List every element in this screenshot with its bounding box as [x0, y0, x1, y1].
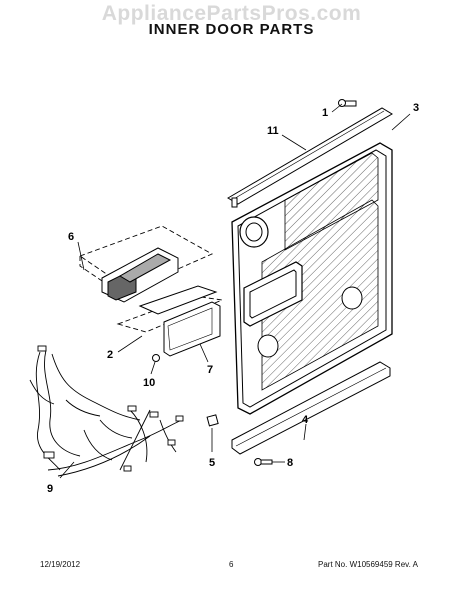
- screw-part-8: [254, 458, 273, 466]
- page-title: INNER DOOR PARTS: [148, 21, 315, 38]
- dispenser-gasket-and-cover: [116, 285, 224, 357]
- callout-10: 10: [143, 377, 155, 389]
- top-gasket-strip: [227, 107, 393, 208]
- callout-8: 8: [287, 457, 293, 469]
- screw-part-1: [338, 99, 357, 107]
- screw-part-10: [152, 354, 160, 362]
- inner-door-panel: [231, 142, 393, 415]
- wiring-harness: [29, 345, 184, 477]
- callout-4: 4: [302, 414, 309, 426]
- footer-part-number: Part No. W10569459 Rev. A: [318, 560, 418, 569]
- callout-1: 1: [322, 107, 328, 119]
- callout-7: 7: [207, 364, 213, 376]
- callout-5: 5: [209, 457, 215, 469]
- callout-11: 11: [267, 125, 279, 137]
- callout-9: 9: [47, 483, 53, 495]
- clip-part-5: [206, 414, 219, 427]
- callout-6: 6: [68, 231, 74, 243]
- footer-page-number: 6: [229, 560, 234, 569]
- dispenser-assembly: [79, 225, 214, 303]
- watermark-text: AppliancePartsPros.com: [101, 2, 362, 25]
- callout-3: 3: [413, 102, 419, 114]
- footer-date: 12/19/2012: [40, 560, 81, 569]
- bottom-trim-strip: [231, 361, 391, 455]
- leader-lines: [59, 103, 411, 479]
- callout-2: 2: [107, 349, 113, 361]
